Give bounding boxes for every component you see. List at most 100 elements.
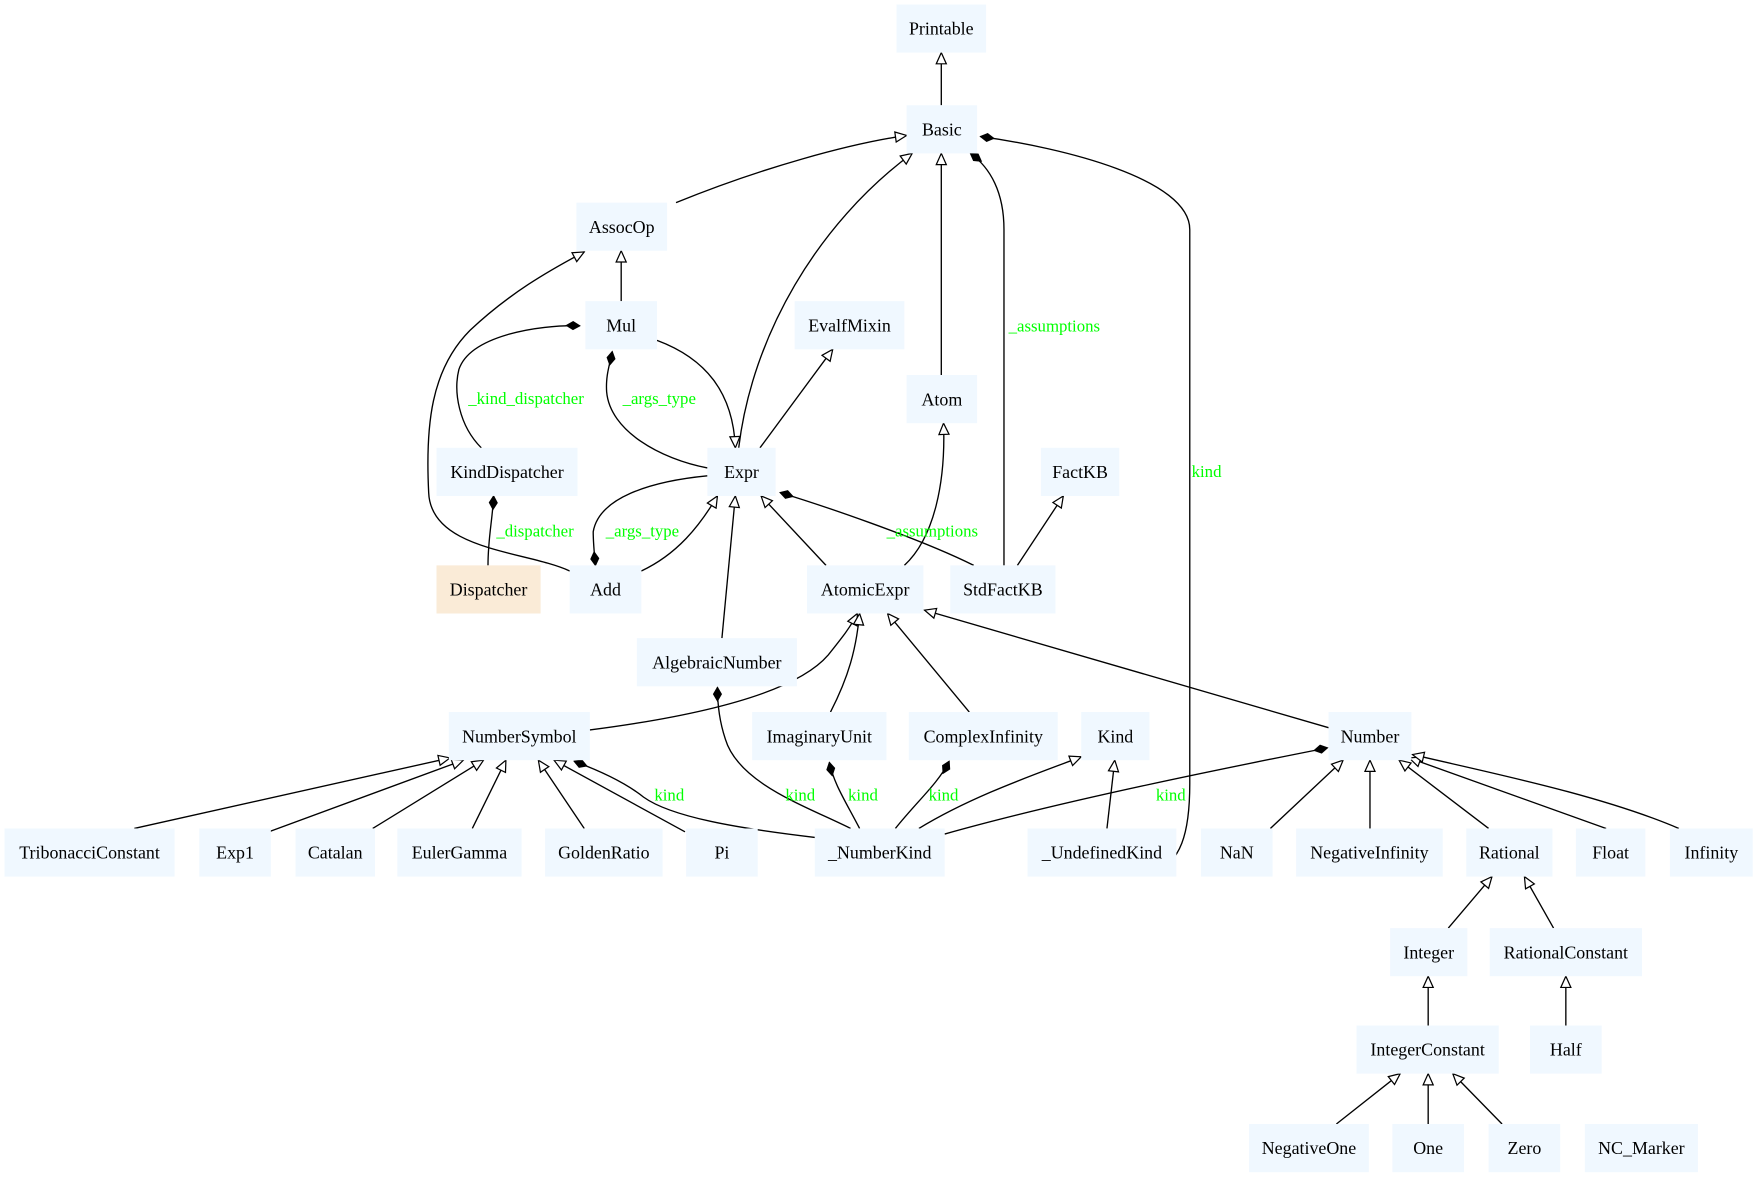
class-box [1669, 828, 1753, 877]
class-node-eulergamma: EulerGamma [397, 828, 522, 877]
class-box [906, 105, 978, 154]
class-node-negativeinfinity: NegativeInfinity [1296, 828, 1443, 877]
class-box [794, 301, 905, 350]
class-box [1249, 1124, 1369, 1173]
class-node-stdfactkb: StdFactKB [950, 565, 1056, 614]
inheritance-edge-rationalconstant-rational [1524, 877, 1555, 929]
inheritance-edge-catalan-numbersymbol [372, 760, 484, 830]
class-node-imaginaryunit: ImaginaryUnit [752, 712, 887, 761]
class-label-half: Half [1550, 1040, 1582, 1060]
class-box [1296, 828, 1443, 877]
class-label-basic: Basic [922, 119, 962, 139]
class-label-mul: Mul [606, 315, 636, 335]
class-label-rationalconstant: RationalConstant [1504, 942, 1628, 962]
class-label-exp1: Exp1 [216, 843, 254, 863]
class-node-rational: Rational [1466, 828, 1553, 877]
edge-label-complexinfinity-kind: kind [929, 785, 959, 804]
class-label-float: Float [1592, 843, 1629, 863]
class-node-printable: Printable [896, 4, 987, 53]
inheritance-edge-zero-integerconstant [1453, 1074, 1503, 1125]
inheritance-edge-expr-basic [738, 153, 912, 448]
class-box [896, 4, 987, 53]
edge-label-imaginaryunit-kind: kind [848, 785, 878, 804]
class-box [1356, 1025, 1499, 1074]
class-node-evalfmixin: EvalfMixin [794, 301, 905, 350]
edge-label-basic-assumptions: _assumptions [1008, 316, 1100, 335]
edge-label-algebraicnumber-kind: kind [785, 785, 815, 804]
inheritance-edge-atomicexpr-expr [761, 496, 827, 566]
inheritance-edge-add-expr [641, 496, 717, 572]
inheritance-edge-infinity-number [1413, 755, 1680, 830]
class-node-pi: Pi [686, 828, 758, 877]
class-box [199, 828, 271, 877]
class-node-catalan: Catalan [295, 828, 375, 877]
class-label-algebraicnumber: AlgebraicNumber [652, 652, 781, 672]
class-label-number: Number [1341, 726, 1400, 746]
class-box [906, 375, 978, 424]
class-box [569, 565, 642, 614]
class-box [4, 828, 175, 877]
inheritance-edge-add-assocop [427, 252, 584, 572]
inheritance-edge-exp1-numbersymbol [268, 760, 464, 833]
class-node-dispatcher: Dispatcher [436, 565, 541, 614]
class-label-catalan: Catalan [308, 843, 363, 863]
class-node-negativeone: NegativeOne [1249, 1124, 1369, 1173]
inheritance-edge-integer-rational [1447, 877, 1492, 929]
class-node-integerconstant: IntegerConstant [1356, 1025, 1499, 1074]
class-node-zero: Zero [1488, 1124, 1561, 1173]
class-label-nan: NaN [1220, 843, 1254, 863]
class-node-expr: Expr [707, 447, 776, 496]
class-node-integer: Integer [1390, 928, 1468, 977]
class-box [1530, 1025, 1602, 1074]
class-label-eulergamma: EulerGamma [412, 843, 507, 863]
class-label-kind: Kind [1097, 726, 1133, 746]
class-node-exp1: Exp1 [199, 828, 271, 877]
class-box [1040, 447, 1120, 496]
class-nodes: Printable Basic AssocOp Mul EvalfMixin A… [4, 4, 1753, 1173]
class-box [686, 828, 758, 877]
class-node-float: Float [1575, 828, 1646, 877]
inheritance-edge-undefinedkind-kind [1106, 760, 1115, 829]
inheritance-edge-stdfactkb-factkb [1016, 496, 1063, 566]
inheritance-edge-mul-expr [656, 339, 735, 447]
composition-edge-expr-mul [605, 350, 708, 469]
inheritance-edge-number-atomicexpr [925, 610, 1329, 729]
edge-label-mul-kind-dispatcher: _kind_dispatcher [467, 389, 584, 408]
class-node-atomicexpr: AtomicExpr [806, 565, 924, 614]
class-node-kinddispatcher: KindDispatcher [436, 447, 578, 496]
inheritance-edge-eulergamma-numbersymbol [471, 760, 506, 829]
class-box [397, 828, 522, 877]
class-node-add: Add [569, 565, 642, 614]
class-box [707, 447, 776, 496]
class-box [1081, 712, 1150, 761]
edge-label-numbersymbol-kind: kind [654, 785, 684, 804]
class-box [1575, 828, 1646, 877]
edge-label-mul-args-type: _args_type [622, 389, 696, 408]
inheritance-edge-numberkind-kind [918, 757, 1081, 830]
class-box [908, 712, 1058, 761]
class-node-assocop: AssocOp [576, 202, 668, 251]
inheritance-edge-negativeone-integerconstant [1335, 1074, 1400, 1125]
composition-edge-stdfactkb-expr [779, 490, 975, 566]
class-box [1027, 828, 1177, 877]
class-label-atomicexpr: AtomicExpr [821, 580, 910, 600]
inheritance-edge-numbersymbol-atomicexpr [589, 614, 858, 731]
class-node-nc-marker: NC_Marker [1584, 1124, 1698, 1173]
class-label-negativeone: NegativeOne [1262, 1138, 1357, 1158]
class-box [1489, 928, 1642, 977]
class-label-complexinfinity: ComplexInfinity [924, 726, 1043, 746]
composition-edge-numberkind-number [944, 744, 1329, 835]
class-node-algebraicnumber: AlgebraicNumber [636, 638, 797, 687]
class-label-atom: Atom [921, 389, 962, 409]
class-label-integer: Integer [1403, 942, 1454, 962]
inheritance-edge-assocop-basic [675, 135, 907, 204]
class-label-stdfactkb: StdFactKB [963, 580, 1043, 600]
class-box [1584, 1124, 1698, 1173]
composition-edge-dispatcher-kinddispatcher [487, 494, 498, 566]
class-label-nc-marker: NC_Marker [1598, 1138, 1685, 1158]
class-node-number: Number [1328, 712, 1412, 761]
class-label-assocop: AssocOp [589, 217, 655, 237]
composition-edges [456, 132, 1329, 875]
edge-label-basic-kind: kind [1192, 462, 1222, 481]
